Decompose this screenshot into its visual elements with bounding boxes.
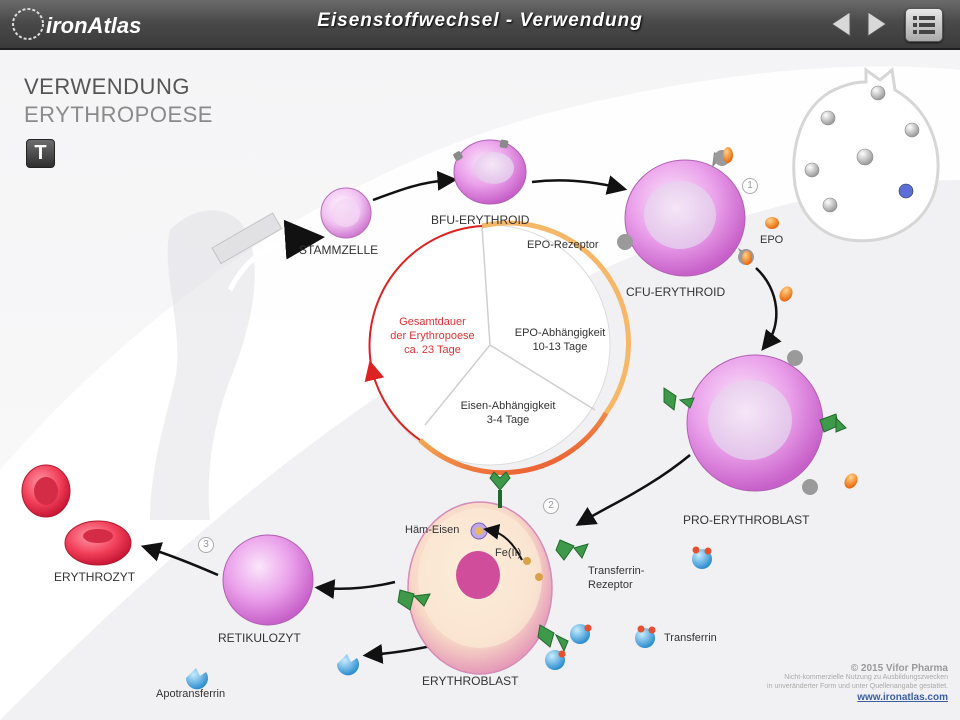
- epo-molecule: [765, 217, 779, 229]
- pro-erythroblast-cell: [686, 350, 824, 495]
- menu-button[interactable]: [905, 8, 943, 42]
- label-haem-eisen: Häm-Eisen: [405, 524, 460, 536]
- ironatlas-logo: ironAtlas: [12, 8, 141, 40]
- erythroblast-cell: [407, 501, 553, 675]
- retikulozyt-cell: [222, 534, 314, 626]
- cfu-erythroid-cell: [617, 147, 754, 277]
- text-toggle-button[interactable]: T: [26, 139, 55, 168]
- step-number-2[interactable]: 2: [543, 498, 559, 514]
- arrow-bfu-to-cfu: [531, 175, 628, 195]
- svg-text:ironAtlas: ironAtlas: [46, 13, 141, 38]
- arrow-pro-to-erythroblast: [575, 454, 691, 526]
- stammzelle-cell: [320, 187, 372, 239]
- transferrin-molecules: [545, 546, 712, 670]
- arrow-retikulozyt-to-erythrozyt: [140, 542, 219, 577]
- section-subheading: ERYTHROPOESE: [24, 102, 213, 127]
- step-number-1[interactable]: 1: [742, 178, 758, 194]
- overview-map: [792, 67, 940, 243]
- step-number-3[interactable]: 3: [198, 537, 214, 553]
- arrow-stem-to-bfu: [372, 170, 458, 202]
- label-bfu-erythroid: BFU-ERYTHROID: [431, 213, 530, 227]
- label-epo: EPO: [760, 234, 784, 246]
- arrow-left-icon[interactable]: [826, 9, 856, 39]
- label-apotransferrin: Apotransferrin: [156, 688, 226, 700]
- arrow-right-icon[interactable]: [862, 9, 892, 39]
- list-menu-icon: [913, 16, 935, 34]
- label-erythroblast: ERYTHROBLAST: [422, 674, 519, 688]
- apotransferrin-molecule: [336, 654, 359, 676]
- erythrozyt-cells: [21, 464, 132, 566]
- copyright-note-2: in unveränderter Form und unter Quellena…: [767, 683, 948, 690]
- label-erythrozyt: ERYTHROZYT: [54, 570, 136, 584]
- top-bar: ironAtlas Eisenstoffwechsel - Verwendung: [0, 0, 960, 50]
- label-pro-erythroblast: PRO-ERYTHROBLAST: [683, 513, 810, 527]
- page-title: Eisenstoffwechsel - Verwendung: [317, 10, 643, 31]
- epo-molecule: [844, 473, 858, 489]
- pie-epo-line1: EPO-Abhängigkeit: [514, 327, 606, 339]
- pie-total-line2: der Erythropoese: [390, 330, 475, 342]
- pie-iron-line1: Eisen-Abhängigkeit: [460, 400, 556, 412]
- transferrin-receptors: [397, 387, 847, 653]
- section-heading: VERWENDUNG: [24, 74, 190, 99]
- website-link[interactable]: www.ironatlas.com: [857, 692, 948, 703]
- pie-iron-dependency: Eisen-Abhängigkeit 3-4 Tage: [446, 399, 570, 427]
- pie-epo-line2: 10-13 Tage: [532, 341, 588, 353]
- apotransferrin-molecule: [185, 668, 208, 690]
- pie-total-line3: ca. 23 Tage: [404, 344, 461, 356]
- copyright-text: © 2015 Vifor Pharma: [850, 663, 948, 674]
- arrow-erythroblast-to-retikulozyt: [314, 579, 396, 600]
- label-transferrin: Transferrin: [664, 632, 717, 644]
- pie-total-duration: Gesamtdauer der Erythropoese ca. 23 Tage: [380, 315, 485, 357]
- label-transferrin-rezeptor-1: Transferrin-: [588, 565, 645, 577]
- arrow-cfu-to-pro: [755, 267, 782, 351]
- copyright-note-1: Nicht-kommerzielle Nutzung zu Ausbildung…: [784, 674, 948, 681]
- label-fe-ii: Fe(II): [495, 547, 522, 559]
- label-retikulozyt: RETIKULOZYT: [218, 631, 301, 645]
- bfu-erythroid-cell: [453, 139, 527, 205]
- label-cfu-erythroid: CFU-ERYTHROID: [626, 285, 726, 299]
- label-transferrin-rezeptor-2: Rezeptor: [588, 579, 633, 591]
- copyright-block: © 2015 Vifor Pharma Nicht-kommerzielle N…: [767, 664, 948, 705]
- label-stammzelle: STAMMZELLE: [299, 243, 379, 257]
- pie-iron-line2: 3-4 Tage: [486, 414, 530, 426]
- pie-epo-dependency: EPO-Abhängigkeit 10-13 Tage: [500, 326, 620, 354]
- epo-molecule: [779, 286, 793, 302]
- duration-pie: [364, 220, 631, 476]
- label-epo-rezeptor: EPO-Rezeptor: [527, 239, 599, 251]
- pie-total-line1: Gesamtdauer: [399, 316, 466, 328]
- bone-to-stem-arrow: [227, 219, 325, 292]
